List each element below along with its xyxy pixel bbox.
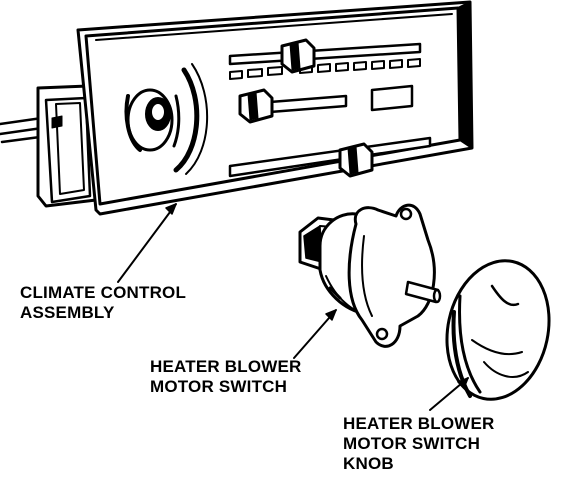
- label-line: MOTOR SWITCH: [150, 377, 288, 396]
- climate-control-assembly: [0, 0, 474, 216]
- label-line: KNOB: [343, 454, 394, 473]
- label-line: HEATER BLOWER: [150, 357, 302, 376]
- bottom-slider: [228, 136, 432, 178]
- heater-blower-motor-switch-label: HEATER BLOWER MOTOR SWITCH: [150, 357, 302, 397]
- label-line: CLIMATE CONTROL: [20, 283, 187, 302]
- label-line: ASSEMBLY: [20, 303, 115, 322]
- heater-blower-motor-switch-knob: [445, 259, 551, 401]
- top-slider-knob: [280, 38, 316, 74]
- label-line: MOTOR SWITCH: [343, 434, 481, 453]
- heater-blower-motor-switch-knob-label: HEATER BLOWER MOTOR SWITCH KNOB: [343, 414, 495, 474]
- top-slider-track: [228, 42, 422, 80]
- wiring-harness: [0, 116, 44, 144]
- middle-slider: [238, 88, 348, 124]
- indicator-window: [370, 84, 414, 112]
- leader-switch: [293, 309, 337, 359]
- label-line: HEATER BLOWER: [343, 414, 495, 433]
- leader-assembly: [117, 203, 177, 283]
- leader-knob: [429, 377, 469, 411]
- climate-control-assembly-label: CLIMATE CONTROL ASSEMBLY: [20, 283, 186, 323]
- temperature-dial: [124, 63, 208, 175]
- heater-blower-motor-switch: [298, 203, 442, 348]
